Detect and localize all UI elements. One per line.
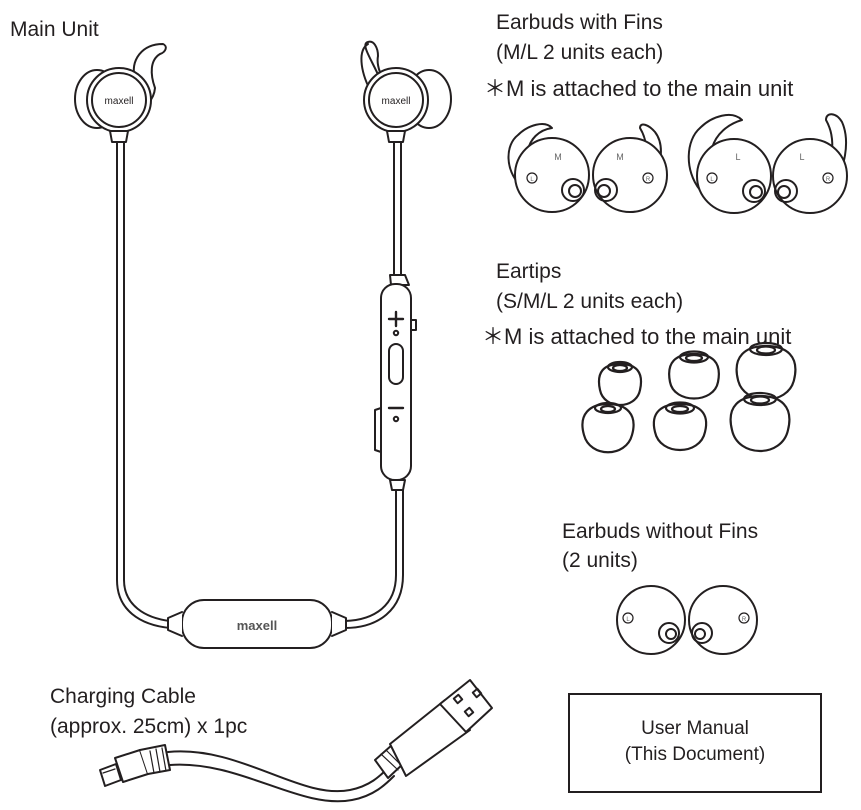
cable-qty: (approx. 25cm) x 1pc	[50, 715, 248, 738]
neck-module-brand: maxell	[237, 618, 277, 633]
plus-icon	[387, 310, 405, 328]
earbud-right-icon: R	[688, 585, 758, 655]
eartip-l-icon	[735, 341, 797, 401]
earbud-side-mark: R	[742, 617, 747, 623]
fin-size-mark: M	[616, 152, 624, 162]
earbuds-nofins-title: Earbuds without Fins	[562, 520, 759, 543]
eartip-m-icon	[668, 350, 720, 400]
earbuds-fins-title: Earbuds with Fins	[496, 11, 663, 34]
remote-control-icon	[374, 274, 417, 491]
main-unit-label: Main Unit	[10, 18, 99, 41]
fin-side-mark: L	[530, 177, 534, 183]
earbuds-without-fins-illustration: L R	[616, 585, 758, 655]
fin-side-mark: R	[646, 177, 651, 183]
eartips-note: ＊M is attached to the main unit	[482, 324, 792, 349]
right-earbud-brand: maxell	[382, 96, 411, 107]
charging-cable-illustration	[99, 679, 493, 803]
left-earbud-icon: maxell	[74, 43, 167, 143]
fin-side-mark: R	[826, 177, 831, 183]
user-manual-box: User Manual (This Document)	[568, 693, 822, 793]
earbuds-with-fins-illustration: M L M R L L L R	[507, 113, 848, 214]
earbud-left-icon: L	[616, 585, 686, 655]
user-manual-line1: User Manual	[641, 718, 749, 739]
fin-earbud-l-left-icon: L L	[687, 113, 772, 214]
fin-earbud-m-right-icon: M R	[592, 123, 668, 213]
eartip-s-icon	[581, 401, 635, 454]
eartip-l-icon	[729, 391, 791, 452]
fin-size-mark: L	[735, 152, 740, 162]
eartip-s-icon	[597, 360, 643, 406]
cable-title: Charging Cable	[50, 685, 196, 708]
fin-size-mark: M	[554, 152, 562, 162]
multifunction-button	[388, 343, 404, 385]
eartips-qty: (S/M/L 2 units each)	[496, 290, 684, 313]
fin-side-mark: L	[710, 177, 714, 183]
earbuds-nofins-qty: (2 units)	[562, 549, 638, 572]
earbuds-fins-note: ＊M is attached to the main unit	[484, 76, 794, 101]
earbuds-fins-qty: (M/L 2 units each)	[496, 41, 664, 64]
eartip-m-icon	[652, 401, 708, 452]
fin-earbud-m-left-icon: M L	[507, 123, 590, 213]
fin-size-mark: L	[799, 152, 804, 162]
earbud-side-mark: L	[626, 617, 630, 623]
right-earbud-icon: maxell	[360, 40, 452, 143]
eartips-title: Eartips	[496, 260, 562, 283]
usb-a-connector-icon	[374, 679, 493, 779]
micro-usb-connector-icon	[99, 744, 171, 787]
eartips-illustration	[581, 341, 797, 454]
fin-earbud-l-right-icon: L R	[772, 113, 848, 214]
user-manual-line2: (This Document)	[624, 744, 766, 765]
main-unit-illustration: maxell maxell maxell	[74, 40, 452, 649]
left-earbud-brand: maxell	[105, 96, 134, 107]
